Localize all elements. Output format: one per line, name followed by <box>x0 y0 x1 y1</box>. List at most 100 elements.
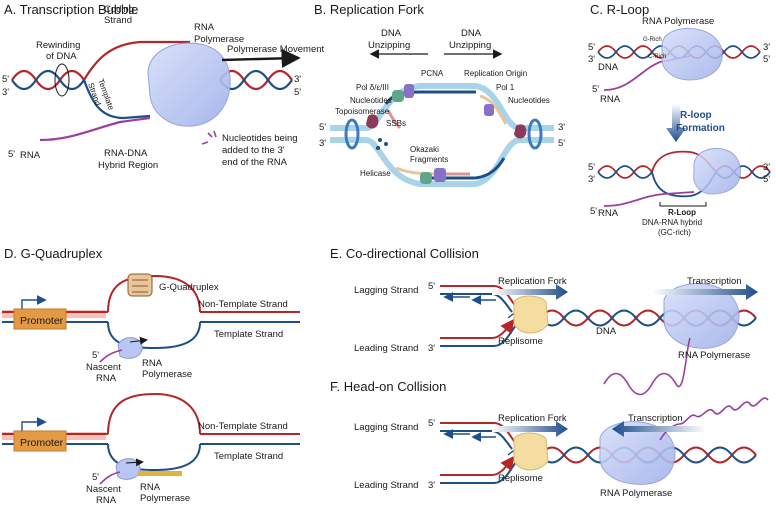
panel-b-pol1-icon <box>484 104 494 116</box>
panel-e-3prime: 3' <box>428 343 435 354</box>
panel-d-top-bubble-blue <box>107 321 201 350</box>
panel-c-5prime-tr: 5' <box>763 54 770 65</box>
panel-b-pcna-icon <box>404 84 414 98</box>
panel-c-3prime-br: 3' <box>763 162 770 173</box>
panel-b-okazaki-line1: Okazaki <box>410 145 439 154</box>
panel-c-hybrid-line1: DNA-RNA hybrid <box>642 218 702 227</box>
panel-a-transcription-bubble: A. Transcription Bubble Rewinding of DNA… <box>2 2 325 171</box>
panel-d-top-5prime: 5' <box>92 350 99 361</box>
panel-d-bottom-bubble-blue <box>107 443 201 472</box>
panel-e-5prime: 5' <box>428 281 435 292</box>
panel-a-polymerase-movement-label: Polymerase Movement <box>227 44 325 55</box>
panel-a-rna-line <box>39 116 151 142</box>
panel-b-helicase-left-icon <box>366 114 379 129</box>
panel-a-hybrid-line2: Hybrid Region <box>98 160 158 171</box>
panel-c-5prime-rna-bottom: 5' <box>590 206 597 217</box>
panel-c-g-rich-label: G-Rich <box>643 37 662 43</box>
panel-b-replication-fork: B. Replication Fork DNA Unzipping DNA Un… <box>314 2 565 187</box>
panel-d-title: D. G-Quadruplex <box>4 246 103 261</box>
panel-e-replication-fork-arrow <box>492 284 568 300</box>
panel-d-bottom-promoter-label: Promoter <box>20 437 64 449</box>
panel-b-helicase-right-icon <box>514 124 527 139</box>
panel-b-fragment-2 <box>395 166 441 176</box>
panel-b-fragment-1 <box>479 94 508 125</box>
panel-f-head-on: F. Head-on Collision Lagging Strand 5' L… <box>330 379 769 499</box>
panel-e-replisome-icon <box>513 295 549 334</box>
panel-b-topoisomerase-label: Topoisomerase <box>335 107 390 116</box>
panel-b-topoisomerase-left-icon <box>344 118 360 150</box>
panel-a-title: A. Transcription Bubble <box>4 2 138 17</box>
panel-b-ssbs-icon <box>376 138 388 150</box>
panel-d-top-promoter-box <box>13 308 67 330</box>
panel-c-5prime-br: 5' <box>763 174 770 185</box>
panel-d-bottom-polymerase-line1: RNA <box>140 482 161 493</box>
panel-b-ssbs-label: SSBs <box>386 119 406 128</box>
panel-a-rewinding-line1: Rewinding <box>36 40 80 51</box>
panel-a-nucleotides-icon <box>201 130 217 145</box>
panel-b-3prime-left: 3' <box>319 138 326 149</box>
panel-d-bottom-polymerase-icon <box>115 458 141 480</box>
panel-f-replisome-label: Replisome <box>498 473 543 484</box>
panel-e-rna-transcript <box>603 337 691 396</box>
panel-a-polymerase-movement-arrow <box>221 48 301 68</box>
panel-c-rna-bottom-label: RNA <box>598 208 619 219</box>
panel-e-replisome-label: Replisome <box>498 336 543 347</box>
panel-e-co-directional: E. Co-directional Collision Lagging Stra… <box>330 246 758 396</box>
panel-c-3prime-bl: 3' <box>588 174 595 185</box>
panel-b-pol-bottom-icon <box>420 172 432 184</box>
panel-f-replication-fork-label: Replication Fork <box>498 413 567 424</box>
panel-a-rna-polymerase-blob <box>147 42 231 127</box>
panel-d-top-polymerase-icon <box>117 337 143 359</box>
panel-b-nucleotides-right-label: Nucleotides <box>508 96 550 105</box>
panel-c-hybrid-line2: (GC-rich) <box>658 228 691 237</box>
panel-d-bottom-tss-arrow <box>21 417 47 431</box>
panel-a-rewinding-rotation-icon <box>54 63 70 97</box>
panel-b-origin-label: Replication Origin <box>464 69 527 78</box>
panel-b-pol-delta-label: Pol δ/ε/III <box>356 83 389 92</box>
panel-a-rewinding-line2: of DNA <box>46 51 77 62</box>
panel-f-leading-label: Leading Strand <box>354 480 418 491</box>
panel-b-okazaki-line2: Fragments <box>410 155 448 164</box>
panel-a-helix-right-red <box>219 69 293 91</box>
panel-c-rna-bottom <box>603 191 695 207</box>
panel-d-top-non-template-label: Non-Template Strand <box>198 299 288 310</box>
panel-d-bottom-nascent-rna <box>99 471 121 485</box>
panel-a-rna-label: RNA <box>20 150 41 161</box>
panel-b-3prime-right: 3' <box>558 122 565 133</box>
panel-a-nucleotides-line2: added to the 3' <box>222 145 285 156</box>
panel-f-rna-polymerase-label: RNA Polymerase <box>600 488 672 499</box>
panel-e-leading-label: Leading Strand <box>354 343 418 354</box>
panel-a-5prime-left: 5' <box>2 74 9 85</box>
panel-d-bottom-nascent-line1: Nascent <box>86 484 121 495</box>
panel-c-3prime-tl: 3' <box>588 54 595 65</box>
panel-d-top-promoter-label: Promoter <box>20 315 64 327</box>
panel-d-top-nascent-line1: Nascent <box>86 362 121 373</box>
panel-a-helix-left-blue <box>11 69 85 91</box>
panel-e-lagging-label: Lagging Strand <box>354 285 418 296</box>
panel-c-polymerase-bottom-blob <box>693 148 741 195</box>
panel-e-rna-polymerase-label: RNA Polymerase <box>678 350 750 361</box>
panel-f-replisome-icon <box>513 432 549 471</box>
panel-d-bottom-nascent-line2: RNA <box>96 495 117 506</box>
panel-b-new-strand-bottom <box>420 157 506 180</box>
panel-f-replication-fork-arrow <box>492 421 568 437</box>
panel-c-r-loop: C. R-Loop RNA Polymerase G-Rich C-Rich 5… <box>588 2 771 237</box>
panel-d-bottom-polymerase-line2: Polymerase <box>140 493 190 504</box>
panel-b-bubble-bottom-outer <box>330 137 554 187</box>
panel-b-5prime-left: 5' <box>319 122 326 133</box>
panel-e-rna-polymerase-blob <box>663 283 740 349</box>
panel-f-3prime: 3' <box>428 480 435 491</box>
panel-b-pcna-label: PCNA <box>421 69 444 78</box>
panel-e-transcription-label: Transcription <box>687 276 742 287</box>
panel-b-unzip-left-line2: Unzipping <box>368 40 410 51</box>
panel-d-top-polymerase-line1: RNA <box>142 358 163 369</box>
panel-b-nucleotides-left-label: Nucleotides <box>350 96 392 105</box>
panel-a-template-strand-line <box>82 79 151 120</box>
panel-b-unzip-right-line1: DNA <box>461 28 482 39</box>
panel-a-3prime-right: 3' <box>294 74 301 85</box>
panel-b-pcna-bottom-icon <box>434 168 446 182</box>
panel-d-bottom-rna-hybrid-bar <box>138 471 182 476</box>
panel-f-rna-transcript <box>659 397 769 441</box>
panel-c-3prime-tr: 3' <box>763 42 770 53</box>
